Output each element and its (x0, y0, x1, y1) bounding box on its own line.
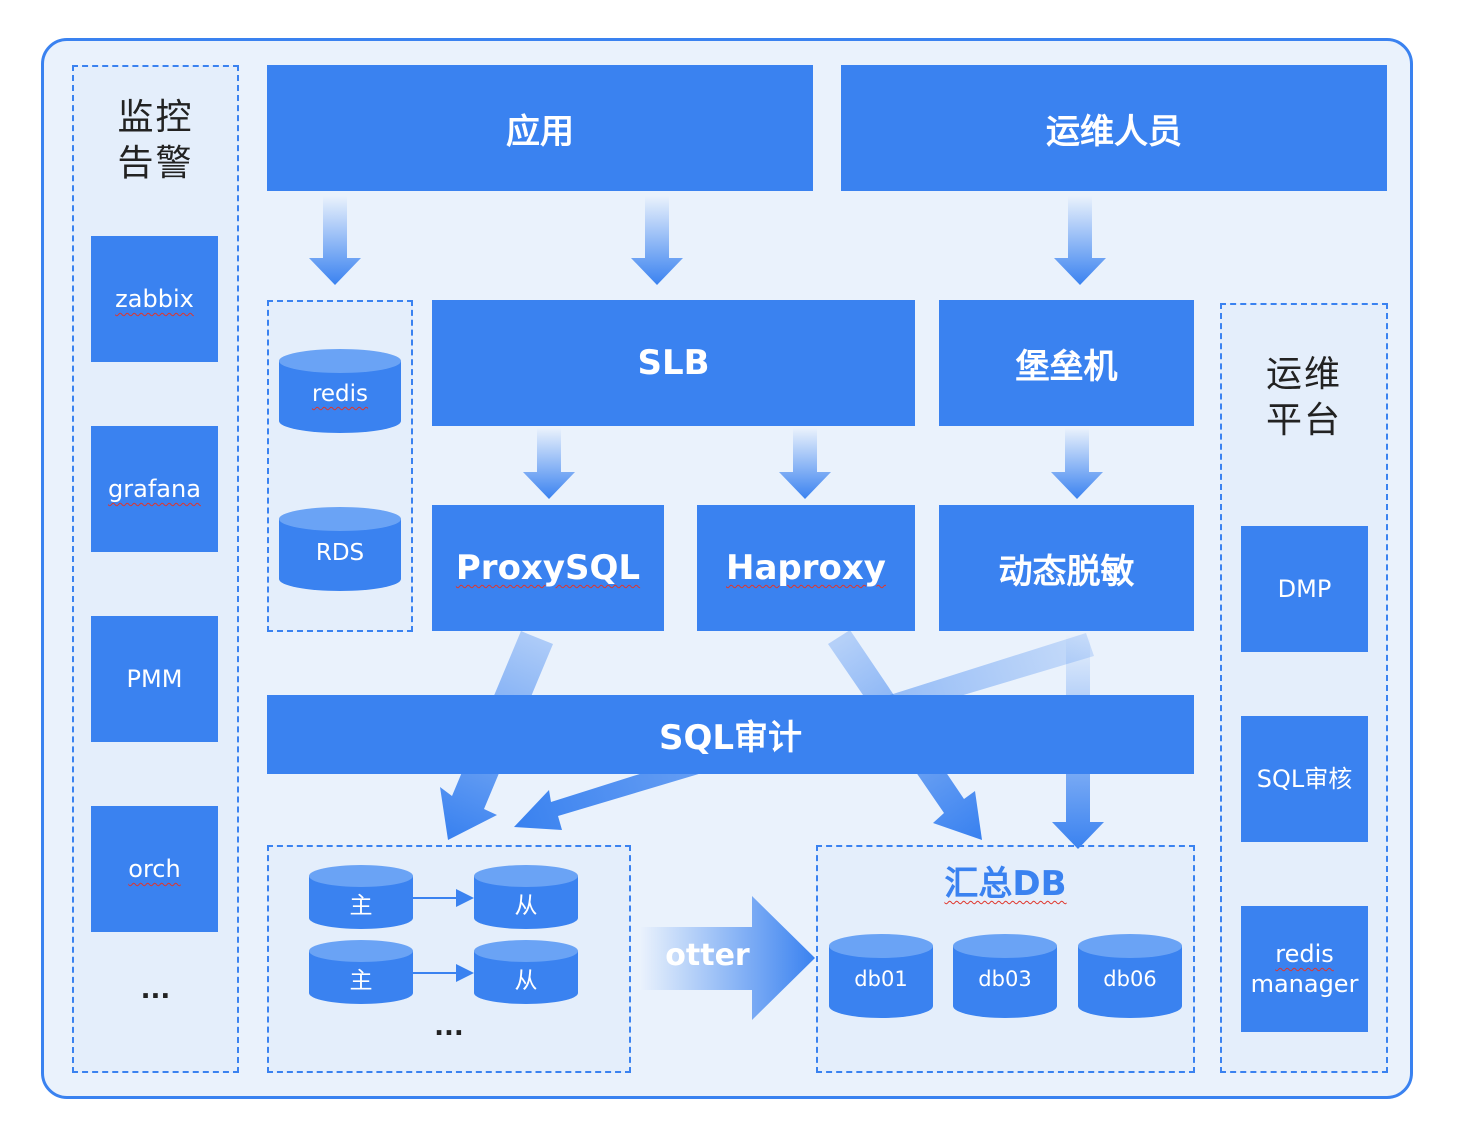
ops-item-dmp[interactable]: DMP (1241, 526, 1368, 652)
monitor-more: ... (140, 975, 171, 1005)
monitor-title: 监控 告警 (117, 97, 194, 184)
slb-box[interactable]: SLB (432, 300, 915, 426)
monitor-item-pmm[interactable]: PMM (91, 616, 218, 742)
slave-label-2: 从 (514, 968, 538, 994)
otter-label: otter (665, 938, 750, 973)
monitor-item-grafana[interactable]: grafana (91, 426, 218, 552)
slave-label-1: 从 (514, 893, 538, 919)
proxysql-box[interactable]: ProxySQL (432, 505, 664, 631)
db03-label: db03 (978, 967, 1032, 991)
sql-audit-bar[interactable]: SQL审计 (267, 695, 1194, 774)
haproxy-box[interactable]: Haproxy (697, 505, 915, 631)
master-label-2: 主 (349, 968, 373, 994)
monitor-item-orch[interactable]: orch (91, 806, 218, 932)
summary-db-title: 汇总DB (944, 864, 1067, 904)
app-box[interactable]: 应用 (267, 65, 813, 191)
cache-panel (267, 300, 413, 632)
monitor-item-zabbix[interactable]: zabbix (91, 236, 218, 362)
bastion-box[interactable]: 堡垒机 (939, 300, 1194, 426)
master-label-1: 主 (349, 893, 373, 919)
rds-label: RDS (315, 540, 365, 566)
db01-label: db01 (854, 967, 908, 991)
ops-staff-box[interactable]: 运维人员 (841, 65, 1387, 191)
masking-box[interactable]: 动态脱敏 (939, 505, 1194, 631)
redis-label: redis (311, 381, 369, 407)
ops-item-redis-manager[interactable]: redis manager (1241, 906, 1368, 1032)
ops-item-sql-review[interactable]: SQL审核 (1241, 716, 1368, 842)
db06-label: db06 (1103, 967, 1157, 991)
ops-platform-title: 运维 平台 (1265, 354, 1342, 441)
cluster-more: ... (434, 1012, 464, 1042)
